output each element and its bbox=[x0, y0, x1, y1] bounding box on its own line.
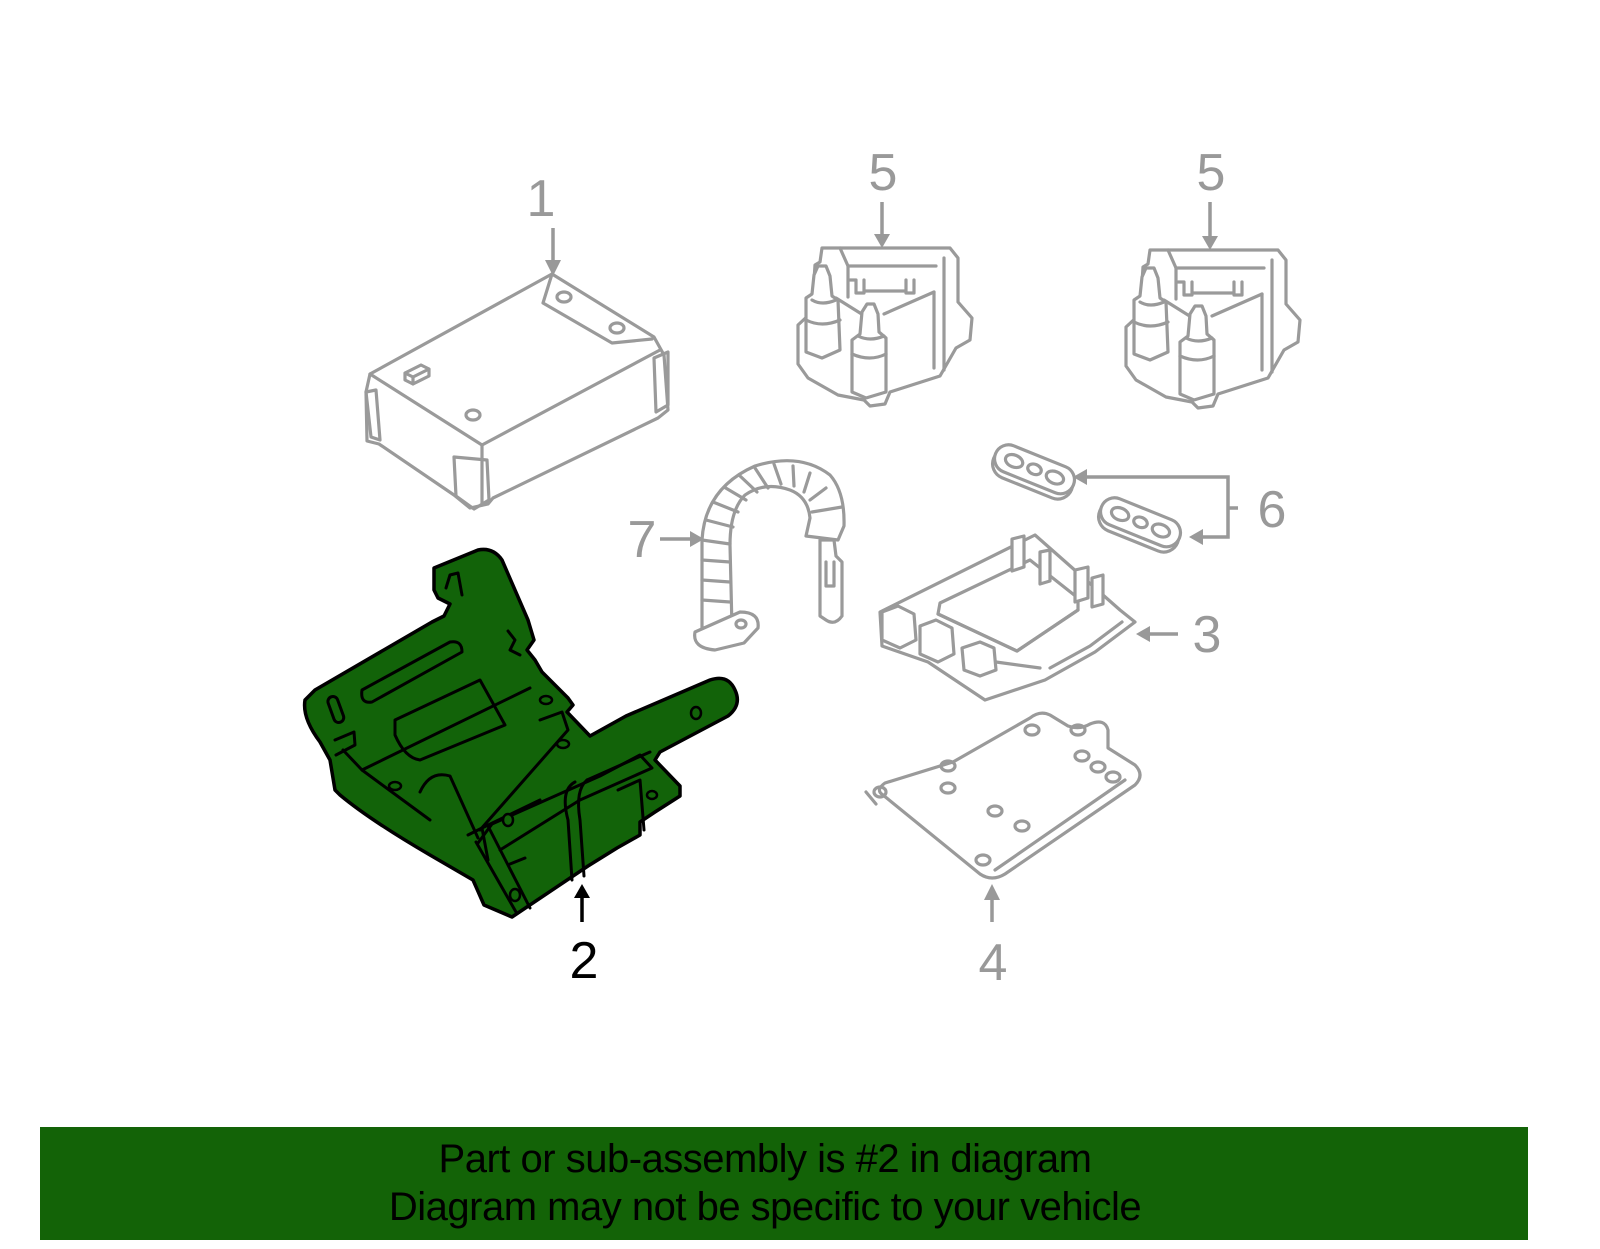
part-4-plate[interactable]: 4 bbox=[864, 711, 1142, 992]
part-3-ignition-module[interactable]: 3 bbox=[878, 533, 1222, 702]
callout-1: 1 bbox=[527, 170, 556, 228]
part-1-control-module[interactable]: 1 bbox=[364, 170, 670, 511]
banner-line-part-number: Part or sub-assembly is #2 in diagram bbox=[438, 1137, 1092, 1181]
part-7-spark-plug-wire[interactable]: 7 bbox=[628, 459, 846, 652]
part-5-ignition-coil-right[interactable]: 5 bbox=[1124, 144, 1302, 410]
part-2-bracket-highlighted[interactable]: 2 bbox=[302, 547, 740, 990]
callout-4: 4 bbox=[979, 934, 1008, 992]
callout-5-right: 5 bbox=[1197, 144, 1226, 202]
callout-6: 6 bbox=[1258, 481, 1287, 539]
banner-line-disclaimer: Diagram may not be specific to your vehi… bbox=[388, 1185, 1142, 1229]
callout-2: 2 bbox=[570, 932, 599, 990]
part-6-coil-boots[interactable]: 6 bbox=[988, 441, 1286, 557]
part-5-ignition-coil-left[interactable]: 5 bbox=[796, 144, 974, 408]
callout-5-left: 5 bbox=[869, 144, 898, 202]
callout-7: 7 bbox=[628, 511, 657, 569]
info-banner: Part or sub-assembly is #2 in diagram Di… bbox=[40, 1127, 1528, 1240]
callout-3: 3 bbox=[1193, 606, 1222, 664]
